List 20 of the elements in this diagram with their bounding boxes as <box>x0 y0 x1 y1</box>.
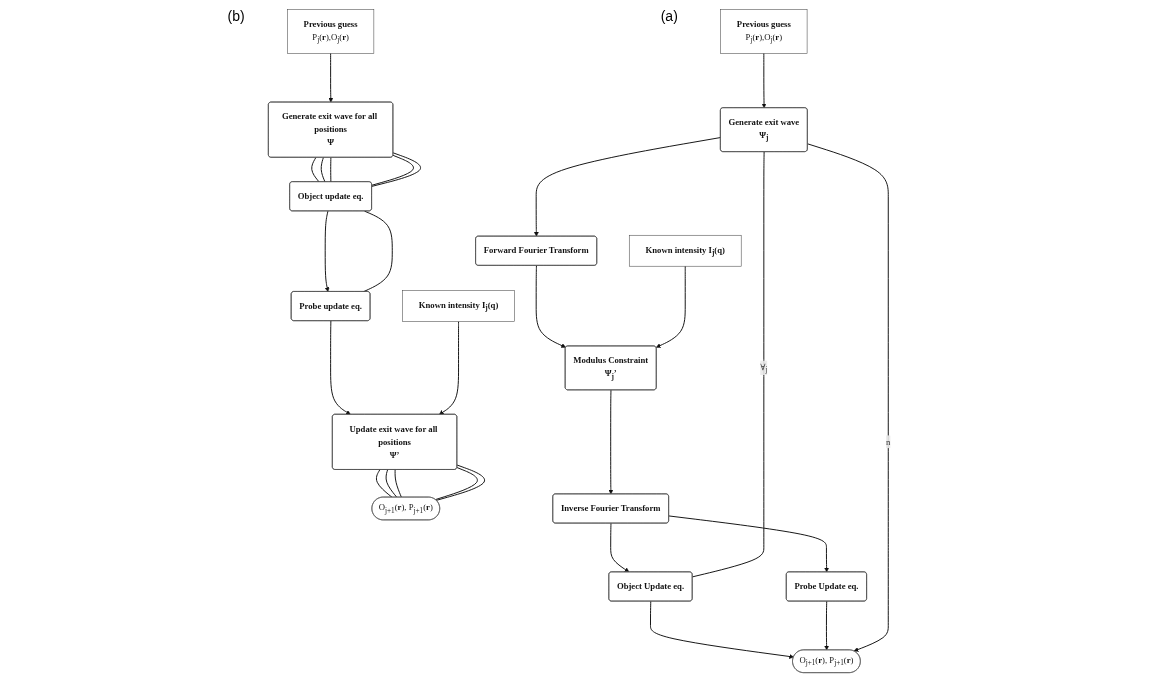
connector <box>394 469 403 498</box>
connector <box>371 152 422 187</box>
panel-label: (b) <box>227 8 245 24</box>
connector <box>320 157 326 183</box>
connector <box>371 154 414 186</box>
connector <box>330 157 332 183</box>
edge-label: n <box>886 436 891 447</box>
connector <box>311 157 320 183</box>
panel-label: (a) <box>660 8 678 24</box>
connector <box>385 469 398 498</box>
connector <box>435 467 478 501</box>
node-box: Known intensity I$_{j}$(q) <box>629 235 742 267</box>
connector <box>692 151 765 578</box>
node-box: Known intensity I$_{j}$(q) <box>402 290 515 322</box>
connector <box>376 469 393 498</box>
connector <box>435 464 486 501</box>
node-box: Previous guess P$_{j}$(r),O$_{j}$(r) <box>287 9 375 54</box>
node-box: Previous guess P$_{j}$(r),O$_{j}$(r) <box>720 9 808 54</box>
connector <box>363 210 393 293</box>
edge-label: ∀$_{j}$ <box>760 362 768 374</box>
